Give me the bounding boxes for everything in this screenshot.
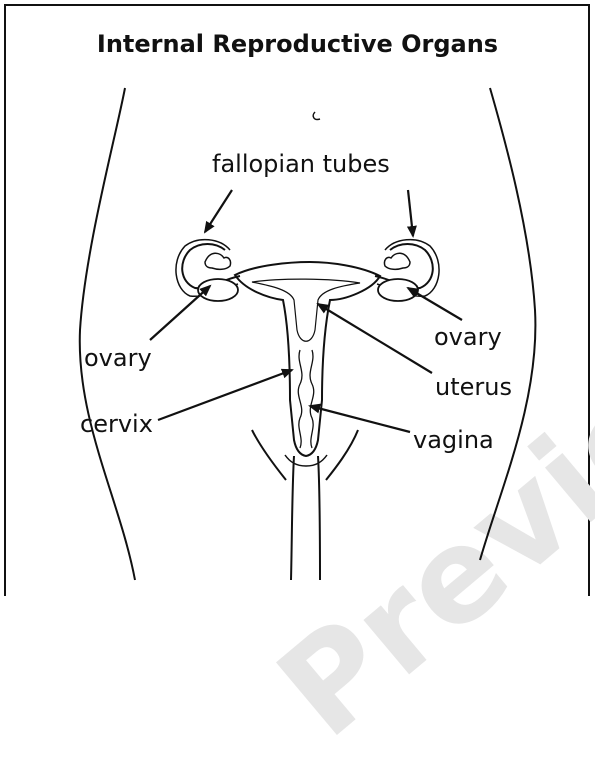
labia-right: [326, 430, 358, 480]
body-outline-left: [80, 88, 135, 580]
arrow-cervix: [158, 370, 292, 420]
arrow-ovary-right: [408, 288, 462, 320]
diagram-title: Internal Reproductive Organs: [0, 30, 595, 58]
label-ovary-right: ovary: [434, 323, 502, 351]
right-fimbriae: [384, 253, 410, 269]
arrow-ovary-left: [150, 286, 210, 340]
arrow-uterus: [318, 304, 432, 373]
labia-left: [252, 430, 286, 480]
label-ovary-left: ovary: [84, 344, 152, 372]
arrow-fallopian-right: [408, 190, 413, 236]
anatomy-illustration: [0, 0, 595, 594]
label-cervix: cervix: [80, 410, 153, 438]
left-fimbriae: [205, 253, 231, 269]
label-vagina: vagina: [413, 426, 494, 454]
arrow-vagina: [310, 406, 410, 432]
uterus-outline: [235, 262, 380, 456]
vagina-tube: [291, 456, 320, 580]
label-uterus: uterus: [435, 373, 512, 401]
navel: [313, 112, 320, 119]
label-fallopian-tubes: fallopian tubes: [212, 150, 390, 178]
arrow-fallopian-left: [205, 190, 232, 232]
